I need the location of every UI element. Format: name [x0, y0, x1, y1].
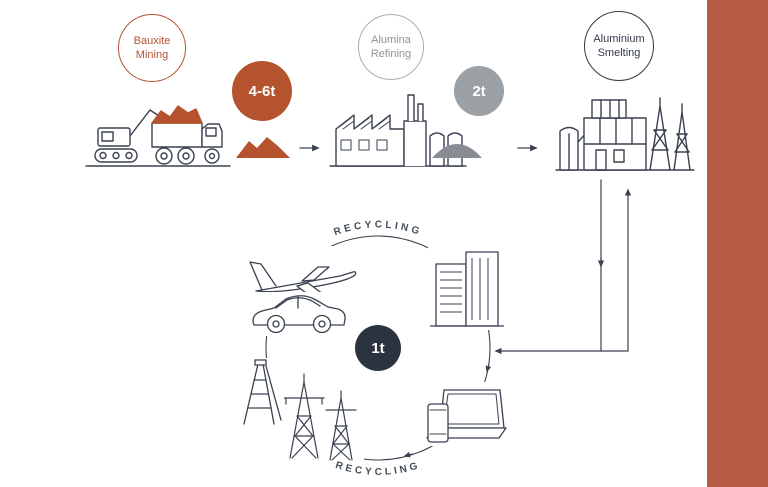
recycling-loop-ring: [265, 235, 492, 461]
office-building-icon: [428, 246, 506, 330]
quantity-value: 4-6t: [248, 82, 276, 100]
laptop-phone-icon: [418, 382, 510, 446]
stage-label-line1: Aluminium: [593, 33, 645, 45]
quantity-bauxite: 4-6t: [232, 61, 292, 121]
car-icon: [246, 292, 350, 336]
stage-bauxite-mining: Bauxite Mining: [118, 14, 186, 82]
ladder-icon: [232, 358, 284, 428]
recycling-label-top: RECYCLING: [332, 219, 423, 238]
quantity-recycled-loop: 1t: [355, 325, 401, 371]
bauxite-pile-icon: [236, 137, 290, 158]
stage-label-line1: Bauxite: [133, 35, 171, 47]
excavator-dump-truck-icon: [85, 105, 231, 167]
airplane-icon: [244, 246, 362, 300]
quantity-alumina: 2t: [454, 66, 504, 116]
quantity-value: 2t: [472, 82, 486, 100]
stage-label-line2: Smelting: [597, 47, 641, 59]
recycling-label-bottom: RECYCLING: [334, 460, 422, 478]
aluminium-smelter-icon: [555, 97, 695, 171]
alumina-dome-icon: [432, 144, 482, 158]
stage-label-line2: Mining: [135, 49, 169, 61]
stage-label-line2: Refining: [370, 48, 412, 60]
bauxite-load: [151, 105, 203, 124]
smelter-to-loop-arrows: [494, 179, 632, 355]
page-accent-bar: [707, 0, 768, 487]
stage-alumina-refining: Alumina Refining: [358, 14, 424, 80]
quantity-value: 1t: [371, 339, 385, 357]
power-towers-icon: [272, 370, 364, 462]
stage-label-line1: Alumina: [371, 34, 411, 46]
stage-aluminium-smelting: Aluminium Smelting: [584, 11, 654, 81]
